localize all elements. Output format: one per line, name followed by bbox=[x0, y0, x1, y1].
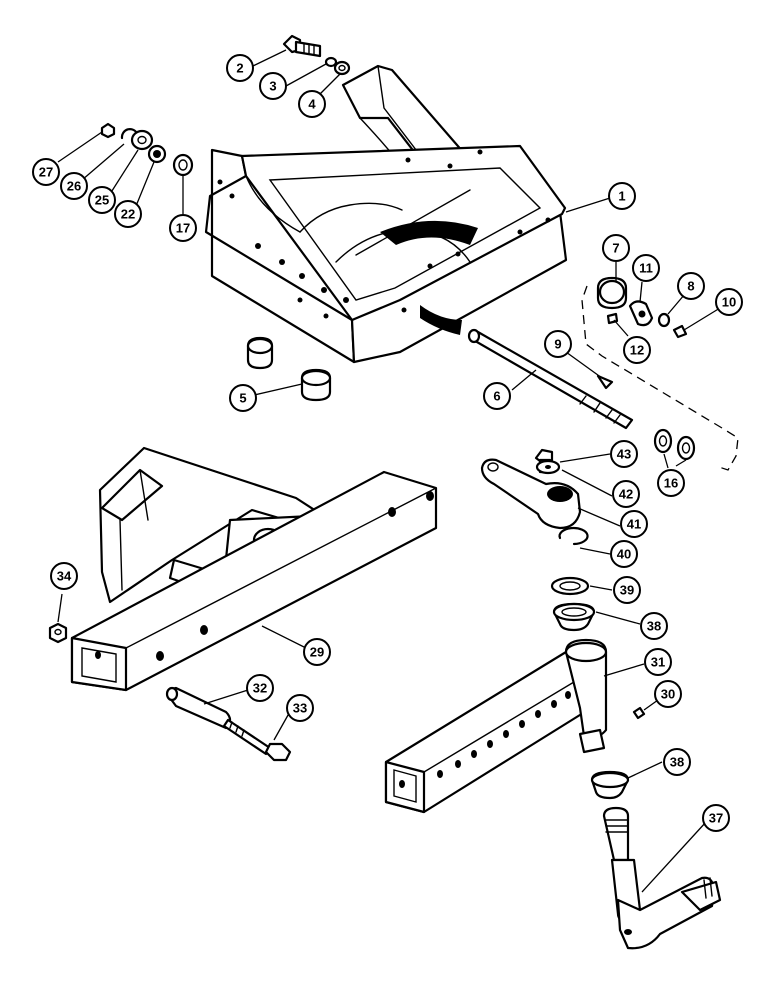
callout-1: 1 bbox=[608, 182, 636, 210]
key-9 bbox=[596, 374, 614, 390]
svg-text:8: 8 bbox=[687, 279, 694, 294]
callout-41: 41 bbox=[620, 510, 648, 538]
svg-text:4: 4 bbox=[308, 97, 316, 112]
svg-text:38: 38 bbox=[670, 755, 684, 770]
callout-3: 3 bbox=[259, 72, 287, 100]
collar-11 bbox=[628, 300, 654, 327]
svg-text:12: 12 bbox=[630, 343, 644, 358]
svg-text:38: 38 bbox=[647, 619, 661, 634]
callout-2: 2 bbox=[226, 54, 254, 82]
svg-text:9: 9 bbox=[554, 337, 561, 352]
callout-43: 43 bbox=[610, 440, 638, 468]
svg-text:43: 43 bbox=[617, 447, 631, 462]
svg-text:16: 16 bbox=[664, 476, 678, 491]
callout-6: 6 bbox=[483, 382, 511, 410]
callout-16: 16 bbox=[657, 469, 685, 497]
callout-34: 34 bbox=[50, 562, 78, 590]
callout-5: 5 bbox=[229, 384, 257, 412]
svg-text:27: 27 bbox=[39, 165, 53, 180]
callout-22: 22 bbox=[114, 200, 142, 228]
nut-27 bbox=[100, 122, 116, 139]
nut-34 bbox=[48, 622, 68, 644]
lock-washer-3 bbox=[324, 56, 338, 68]
callout-38-upper: 38 bbox=[640, 612, 668, 640]
axle-beam-29 bbox=[70, 446, 438, 692]
callout-25: 25 bbox=[88, 186, 116, 214]
svg-text:39: 39 bbox=[620, 583, 634, 598]
callout-32: 32 bbox=[246, 674, 274, 702]
svg-text:11: 11 bbox=[639, 261, 653, 276]
washer-8 bbox=[657, 312, 671, 328]
callout-11: 11 bbox=[632, 254, 660, 282]
callout-30: 30 bbox=[654, 680, 682, 708]
svg-text:30: 30 bbox=[661, 687, 675, 702]
callout-12: 12 bbox=[623, 336, 651, 364]
callout-9: 9 bbox=[544, 330, 572, 358]
washer-42 bbox=[535, 459, 561, 475]
callout-37: 37 bbox=[702, 804, 730, 832]
callout-31: 31 bbox=[644, 648, 672, 676]
bolt-2 bbox=[282, 34, 322, 58]
svg-text:7: 7 bbox=[612, 241, 619, 256]
snap-ring-40 bbox=[558, 526, 589, 546]
bearing-7 bbox=[596, 276, 628, 310]
callout-38-lower: 38 bbox=[663, 748, 691, 776]
svg-text:29: 29 bbox=[310, 645, 324, 660]
callout-8: 8 bbox=[677, 272, 705, 300]
svg-text:17: 17 bbox=[176, 221, 190, 236]
washer-17 bbox=[172, 153, 194, 177]
callout-27: 27 bbox=[32, 158, 60, 186]
svg-text:3: 3 bbox=[269, 79, 276, 94]
svg-text:32: 32 bbox=[253, 681, 267, 696]
svg-text:33: 33 bbox=[293, 701, 307, 716]
svg-text:31: 31 bbox=[651, 655, 665, 670]
spindle-37 bbox=[602, 806, 722, 950]
bushing-22 bbox=[147, 144, 167, 164]
callout-26: 26 bbox=[60, 172, 88, 200]
callout-40: 40 bbox=[610, 540, 638, 568]
axle-support-frame bbox=[204, 64, 568, 364]
extension-arm-31 bbox=[384, 638, 608, 814]
callout-29: 29 bbox=[303, 638, 331, 666]
callout-42: 42 bbox=[612, 480, 640, 508]
svg-text:22: 22 bbox=[121, 207, 135, 222]
svg-text:1: 1 bbox=[618, 189, 625, 204]
callout-17: 17 bbox=[169, 214, 197, 242]
assembly-group-outline bbox=[581, 285, 739, 471]
svg-text:10: 10 bbox=[722, 295, 736, 310]
svg-text:5: 5 bbox=[239, 391, 246, 406]
grease-fitting-30 bbox=[632, 706, 646, 720]
washer-4 bbox=[333, 60, 351, 76]
thrust-washers-16 bbox=[653, 428, 696, 461]
pivot-shaft-6 bbox=[467, 328, 634, 430]
callout-7: 7 bbox=[602, 234, 630, 262]
steering-arm-41 bbox=[480, 458, 582, 530]
screw-10 bbox=[672, 324, 688, 339]
svg-text:2: 2 bbox=[236, 61, 243, 76]
washer-39 bbox=[550, 576, 590, 596]
bolt-33 bbox=[222, 718, 292, 762]
svg-text:37: 37 bbox=[709, 811, 723, 826]
svg-text:34: 34 bbox=[57, 569, 72, 584]
svg-text:42: 42 bbox=[619, 487, 633, 502]
bushings-5 bbox=[246, 336, 332, 402]
callout-4: 4 bbox=[298, 90, 326, 118]
svg-text:41: 41 bbox=[627, 517, 641, 532]
callout-39: 39 bbox=[613, 576, 641, 604]
svg-text:6: 6 bbox=[493, 389, 500, 404]
bushing-38-lower bbox=[590, 770, 630, 800]
bushing-38-upper bbox=[552, 602, 596, 632]
pin-32 bbox=[165, 686, 232, 730]
callout-10: 10 bbox=[715, 288, 743, 316]
leader-lines bbox=[57, 49, 721, 893]
svg-text:40: 40 bbox=[617, 547, 631, 562]
callout-33: 33 bbox=[286, 694, 314, 722]
washer-25 bbox=[130, 129, 154, 151]
svg-text:26: 26 bbox=[67, 179, 81, 194]
svg-text:25: 25 bbox=[95, 193, 109, 208]
